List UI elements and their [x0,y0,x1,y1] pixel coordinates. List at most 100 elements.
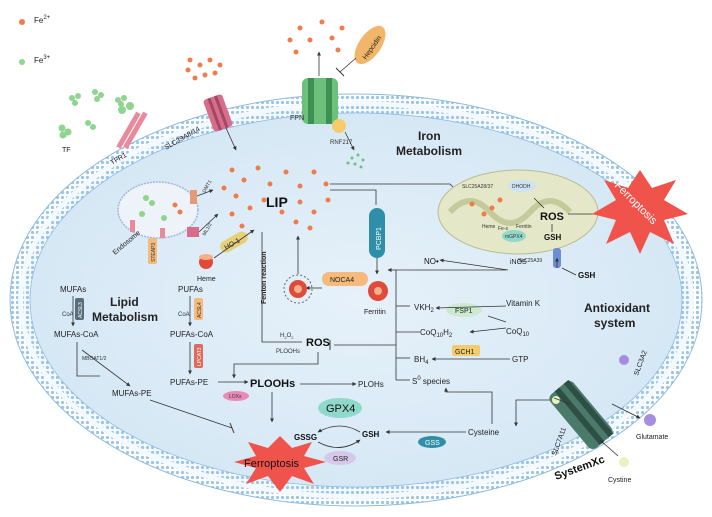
mufas-pe-label: MUFAs-PE [112,389,152,398]
fpn-export-dots [287,19,345,55]
steap3-label: STEAP3 [151,243,157,262]
acsl4-label: ACSL4 [197,302,203,318]
ho1 [220,231,248,253]
antioxidant-title-1: Antioxidant [584,301,650,315]
slc3a2-dot [619,355,629,365]
fe3-legend-label: Fe3+ [34,55,51,65]
fe-s-label: Fe-s [498,226,509,232]
lpcat3 [194,344,203,368]
lip-iron-pool [221,165,331,231]
loxs [223,391,249,401]
lipid-title-1: Lipid [110,295,139,309]
coq10h2-label: CoQ10H2 [420,328,453,339]
gsh-right-label: GSH [578,271,596,280]
mufas-coa-label: MUFAs-CoA [54,330,99,339]
ros-center-label: ROS [306,337,330,349]
gtp-label: GTP [512,355,528,364]
gsr [324,451,356,465]
fenton-reaction-label: Fenton reaction [261,251,268,304]
rnf217 [332,119,346,133]
antioxidant-branches [329,268,506,381]
lipid-title-2: Metabolism [92,310,158,324]
tfr1-receptor [116,102,148,149]
gsr-label: GSR [333,456,348,463]
acsl3-label: ACSL3 [78,302,84,318]
acsl4 [194,298,203,320]
ncoa4-label: NOCA4 [330,277,354,284]
gch1-label: GCH1 [455,349,475,356]
slc25a-label: SLC25A28/37 [462,184,493,190]
coa-1-label: CoA [62,312,74,318]
ncoa4 [322,272,368,286]
ploohs-label: PLOOHs [250,378,295,390]
ferritin-autophagosome [283,274,313,304]
pcbp1 [369,208,385,258]
glutamate-dot [644,414,656,426]
gss-label: GSS [425,440,440,447]
gsh-center-label: GSH [362,430,380,439]
fe3-legend-dot [19,59,25,65]
acsl3 [75,298,84,320]
tf-label: TF [62,147,71,154]
mcoln [187,227,199,237]
vkh2-label: VKH2 [414,303,434,314]
coa-2-label: CoA [178,312,190,318]
endosome [117,181,199,239]
gch1 [452,345,480,356]
dhodh-label: DHODH [512,184,531,190]
mito-gsh-label: GSH [544,233,562,242]
ferritin [368,281,388,301]
tf-iron-clusters [58,89,127,139]
hepcidin [354,25,386,65]
heme [199,254,213,269]
fe2-legend-label: Fe2+ [34,15,51,25]
iron-metabolism-title-2: Metabolism [396,144,462,158]
gpx4-label: GPX4 [326,403,355,415]
slc25a39-label: SLC25A39 [518,258,542,264]
h2o2-label: H2O2 [280,333,294,340]
legend: Fe2+ Fe3+ [19,15,51,65]
cystine-dot [619,457,629,467]
degraded-fpn-dots [346,153,365,169]
inos-label: iNOS [510,259,527,266]
iron-metabolism-title-1: Iron [418,129,441,143]
cystine-label: Cystine [608,477,631,484]
pufas-pe-label: PUFAs-PE [170,378,208,387]
fe2-legend-dot [19,19,25,25]
loxs-label: LOXs [229,394,242,400]
mito-ros-label: ROS [540,211,564,223]
dhodh [508,180,536,192]
rnf217-label: RNF217 [330,140,353,146]
vitamin-k-label: Vitamin K [506,299,541,308]
s0-species-label: S0 species [412,376,450,386]
ferroptosis-burst-top [592,170,688,254]
gss [418,436,446,448]
glutamate-label: Glutamate [636,434,668,441]
fsp1 [446,303,482,317]
coq10-label: CoQ10 [506,327,530,338]
steap3 [148,238,157,264]
mufas-label: MUFAs [60,285,86,294]
fsp1-label: FSP1 [455,308,473,315]
no-label: NO• [424,257,439,266]
pufas-label: PUFAs [178,285,203,294]
fpn-transporter [302,78,338,124]
ferroptosis-bottom-label: Ferroptosis [244,458,300,470]
mgpx4 [502,230,526,242]
fpn-label: FPN [290,115,304,122]
heme-label: Heme [197,276,216,283]
lpcat3-label: LPCAT3 [197,347,203,366]
cysteine-label: Cysteine [468,428,500,437]
lip-label: LIP [266,194,288,210]
system-xc-transporter [549,379,614,450]
dmt1 [190,190,197,204]
ferritin-label: Ferritin [364,309,386,316]
plooh-small-label: PLOOHs [276,349,300,355]
gssg-label: GSSG [294,433,317,442]
gpx4 [318,398,362,418]
antioxidant-title-2: system [594,316,635,330]
plohs-label: PLOHs [358,380,384,389]
pufas-coa-label: PUFAs-CoA [170,330,214,339]
